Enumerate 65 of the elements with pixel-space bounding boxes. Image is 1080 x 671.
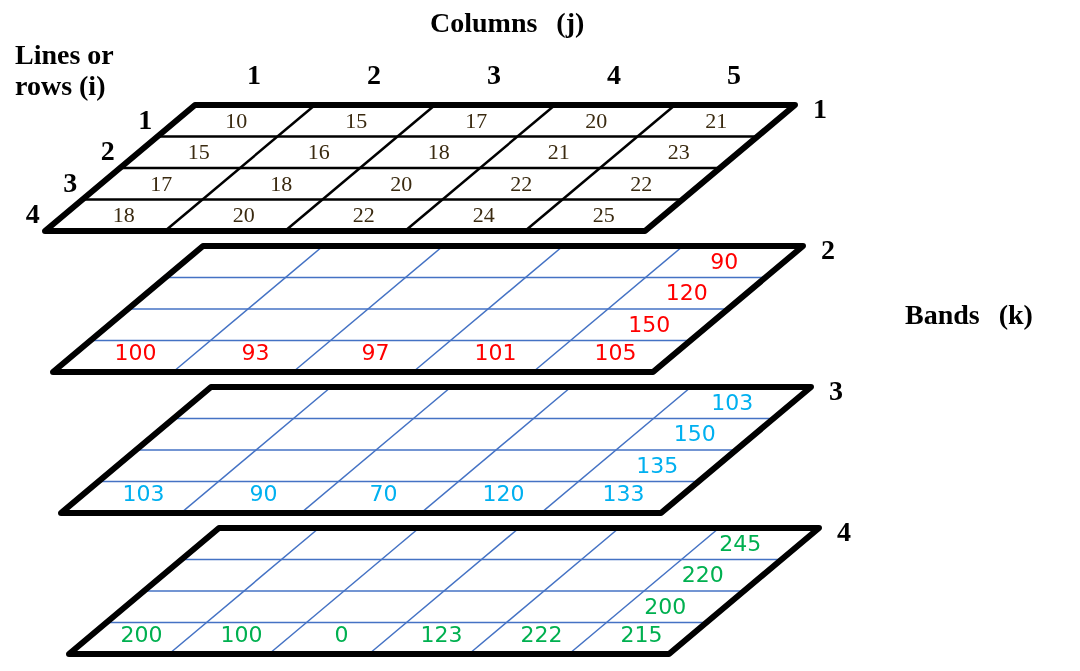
pixel-value: 120 [482, 483, 525, 506]
pixel-value: 21 [547, 141, 570, 164]
pixel-value: 120 [665, 282, 708, 305]
pixel-value: 20 [232, 204, 255, 227]
pixel-value: 25 [592, 204, 615, 227]
pixel-value: 123 [420, 624, 463, 647]
pixel-value: 18 [427, 141, 450, 164]
pixel-value: 200 [644, 595, 687, 618]
column-number: 1 [247, 60, 261, 91]
pixel-value: 90 [249, 483, 278, 506]
pixel-value: 100 [220, 624, 263, 647]
band-number: 1 [813, 94, 827, 125]
pixel-value: 22 [352, 204, 375, 227]
pixel-value: 22 [510, 172, 533, 195]
row-number: 4 [25, 199, 40, 231]
pixel-value: 93 [241, 342, 270, 365]
pixel-value: 70 [369, 483, 398, 506]
pixel-value: 97 [361, 342, 390, 365]
row-number: 1 [138, 104, 153, 136]
pixel-value: 21 [705, 109, 728, 132]
band-number: 4 [837, 517, 851, 548]
pixel-value: 101 [474, 342, 517, 365]
pixel-value: 220 [681, 564, 724, 587]
pixel-value: 133 [602, 483, 645, 506]
pixel-value: 135 [636, 454, 679, 477]
pixel-value: 10 [225, 109, 248, 132]
pixel-value: 245 [719, 532, 762, 555]
column-number: 2 [367, 60, 381, 91]
pixel-value: 222 [520, 624, 563, 647]
pixel-value: 22 [630, 172, 653, 195]
pixel-value: 15 [187, 141, 210, 164]
pixel-value: 100 [114, 342, 157, 365]
pixel-value: 20 [585, 109, 608, 132]
pixel-value: 90 [710, 250, 739, 273]
pixel-value: 215 [620, 624, 663, 647]
raster-band [48, 241, 808, 377]
row-number: 3 [63, 167, 78, 199]
pixel-value: 24 [472, 204, 495, 227]
axis-title: Columns (j) [430, 8, 586, 39]
pixel-value: 200 [120, 624, 163, 647]
band-number: 3 [829, 376, 843, 407]
axis-title: Bands (k) [905, 300, 1033, 331]
pixel-value: 18 [112, 204, 135, 227]
band-number: 2 [821, 235, 835, 266]
pixel-value: 23 [667, 141, 690, 164]
pixel-value: 16 [307, 141, 330, 164]
raster-band [64, 523, 824, 659]
raster-band [56, 382, 816, 518]
pixel-value: 150 [628, 313, 671, 336]
pixel-value: 103 [711, 391, 754, 414]
pixel-value: 0 [334, 624, 349, 647]
pixel-value: 103 [122, 483, 165, 506]
raster-band [40, 100, 800, 236]
pixel-value: 17 [465, 109, 488, 132]
pixel-value: 105 [594, 342, 637, 365]
column-number: 3 [487, 60, 501, 91]
pixel-value: 17 [150, 172, 173, 195]
row-number: 2 [100, 136, 115, 168]
column-number: 4 [607, 60, 621, 91]
pixel-value: 20 [390, 172, 413, 195]
pixel-value: 18 [270, 172, 293, 195]
pixel-value: 15 [345, 109, 368, 132]
column-number: 5 [727, 60, 741, 91]
axis-title: Lines or rows (i) [15, 40, 115, 102]
pixel-value: 150 [673, 423, 716, 446]
